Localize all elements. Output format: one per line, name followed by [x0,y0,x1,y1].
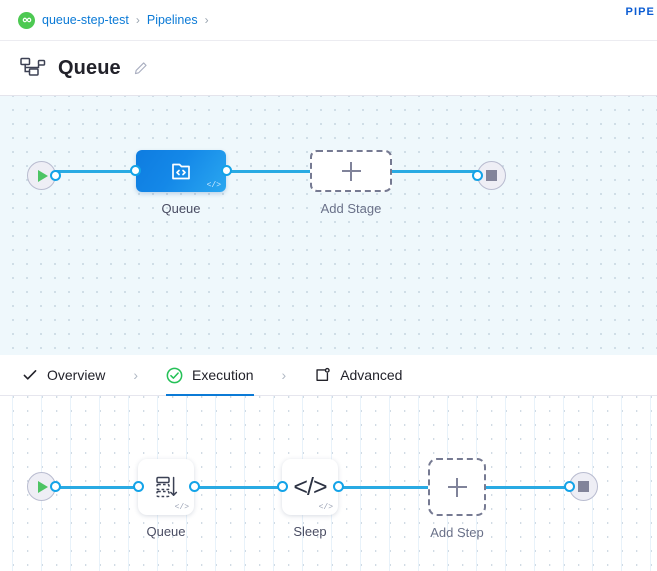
tab-separator-2: › [281,367,287,383]
tab-execution[interactable]: Execution [166,355,255,397]
advanced-gear-box-icon [314,367,331,384]
check-icon [22,367,38,383]
breadcrumb-item-pipelines[interactable]: Pipelines [146,13,198,27]
custom-stage-code-icon [172,163,190,180]
check-circle-icon [166,367,183,384]
queue-stage-input-port[interactable] [130,165,141,176]
stage-config-tabs: Overview › Execution › Advanced [0,355,657,397]
end-input-port[interactable] [472,170,483,181]
pipeline-end-node[interactable] [472,161,506,190]
edge-queue-to-addstage [222,170,312,173]
plus-icon [447,477,467,497]
queue-step-output-port[interactable] [189,481,200,492]
tab-execution-label: Execution [192,367,254,383]
step-label-sleep: Sleep [293,524,327,539]
tab-overview-label: Overview [47,367,106,383]
stop-icon [578,481,589,492]
sleep-step-input-port[interactable] [277,481,288,492]
step-node-queue[interactable]: </> Queue [133,459,200,539]
edge-start-to-queue [47,170,142,173]
play-icon [38,480,48,493]
tab-separator-1: › [133,367,139,383]
add-step-button[interactable] [428,458,486,516]
edge-sleep-to-addstep [340,486,432,489]
step-card-queue[interactable]: </> [138,459,194,515]
queue-step-icon [156,476,178,498]
edge-queue-to-sleep [198,486,284,489]
edge-start-to-queue-step [47,486,142,489]
pipeline-hierarchy-icon [20,57,46,79]
exec-start-output-port[interactable] [50,481,61,492]
start-output-port[interactable] [50,170,61,181]
play-icon [38,169,48,182]
stage-node-queue[interactable]: </> Queue [130,150,232,216]
pipeline-start-node[interactable] [27,161,61,190]
pipeline-studio-tab-label: PIPE [625,6,655,18]
execution-start-node[interactable] [27,472,61,501]
add-stage-button[interactable] [310,150,392,192]
stage-label-queue: Queue [161,201,201,216]
execution-graph-canvas[interactable]: </> Queue </> </> Sleep Add Step [0,396,657,571]
queue-step-yaml-marker: </> [174,503,189,512]
add-stage-node[interactable]: Add Stage [310,150,392,216]
tab-overview[interactable]: Overview [22,355,105,396]
exec-end-input-port[interactable] [564,481,575,492]
edge-addstage-to-end [392,170,482,173]
add-step-label: Add Step [430,525,484,540]
step-node-sleep[interactable]: </> </> Sleep [277,459,344,539]
stage-yaml-marker: </> [206,181,221,190]
breadcrumb-separator-1: › [135,13,140,27]
step-card-sleep[interactable]: </> </> [282,459,338,515]
step-label-queue: Queue [146,524,186,539]
tab-advanced-label: Advanced [340,367,403,383]
page-header: Queue VISU [0,41,657,124]
pencil-edit-icon[interactable] [133,61,148,76]
edge-addstep-to-end [485,486,577,489]
tab-advanced[interactable]: Advanced [314,355,402,396]
queue-stage-output-port[interactable] [221,165,232,176]
breadcrumb-separator-2: › [204,13,209,27]
queue-step-input-port[interactable] [133,481,144,492]
breadcrumb-item-project[interactable]: queue-step-test [42,13,129,27]
stage-card-queue[interactable]: </> [136,150,226,192]
code-shell-icon: </> [293,472,327,501]
stage-graph-canvas[interactable]: </> Queue Add Stage [0,96,657,355]
sleep-step-output-port[interactable] [333,481,344,492]
execution-end-node[interactable] [564,472,598,501]
page-title: Queue [58,56,121,79]
project-infinity-icon [18,11,35,29]
add-step-node[interactable]: Add Step [428,458,486,540]
sleep-step-yaml-marker: </> [318,503,333,512]
stop-icon [486,170,497,181]
add-stage-label: Add Stage [320,201,382,216]
plus-icon [341,161,361,181]
breadcrumb: queue-step-test › Pipelines › [0,0,657,41]
